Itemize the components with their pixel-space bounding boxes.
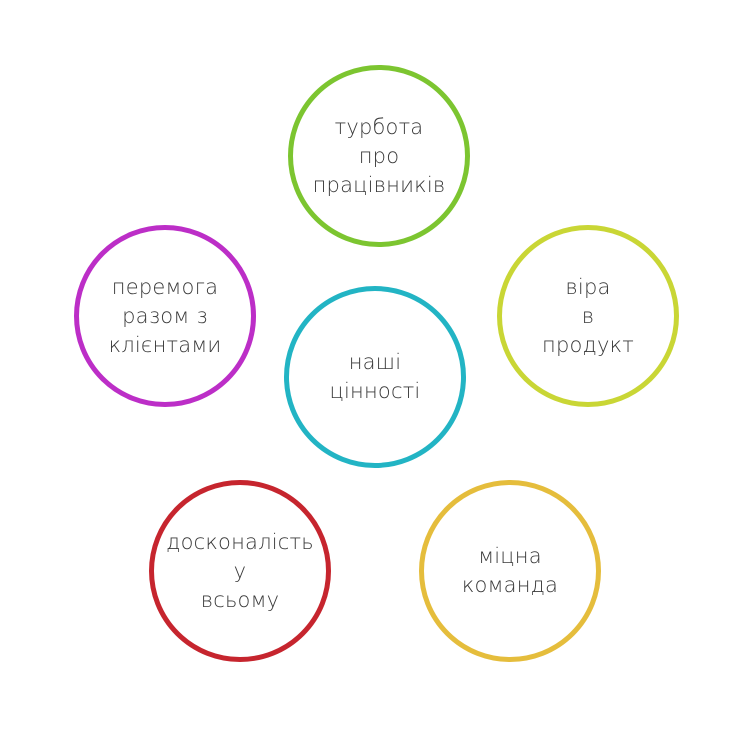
circle-label: турбота про працівників [313, 113, 446, 200]
circle-faith-in-product: віра в продукт [497, 225, 679, 407]
label-line: в [581, 303, 595, 328]
label-line: у [233, 558, 247, 583]
label-line: наші [348, 350, 402, 374]
circle-our-values: наші цінності [284, 286, 466, 468]
circle-win-with-clients: перемога разом з клієнтами [74, 225, 256, 407]
label-line: працівників [312, 172, 446, 197]
circle-label: міцна команда [462, 542, 558, 600]
label-line: віра [565, 274, 611, 299]
circle-strong-team: міцна команда [419, 480, 601, 662]
circle-label: перемога разом з клієнтами [109, 273, 222, 360]
label-line: досконалість [166, 529, 314, 554]
label-line: цінності [329, 379, 421, 403]
circle-label: досконалість у всьому [166, 528, 314, 615]
label-line: турбота [334, 114, 424, 139]
label-line: всьому [200, 587, 280, 612]
label-line: разом з [122, 303, 208, 328]
circle-excellence-in-everything: досконалість у всьому [149, 480, 331, 662]
circle-care-for-employees: турбота про працівників [288, 65, 470, 247]
label-line: клієнтами [108, 332, 222, 357]
label-line: продукт [542, 332, 634, 357]
circle-label: наші цінності [330, 348, 421, 406]
label-line: міцна [478, 544, 542, 568]
label-line: команда [461, 573, 559, 597]
label-line: перемога [111, 274, 219, 299]
label-line: про [358, 143, 400, 168]
circle-label: віра в продукт [542, 273, 634, 360]
